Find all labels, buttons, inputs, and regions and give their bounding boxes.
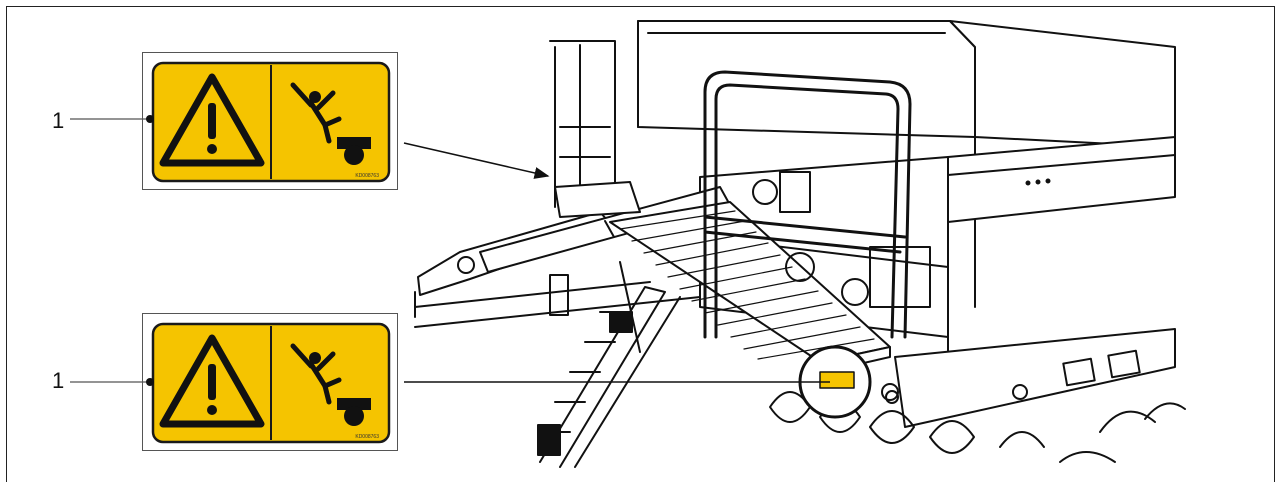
upper-warning-decal: KD008763 [142, 52, 398, 190]
lower-warning-decal: KD008763 [142, 313, 398, 451]
fall-hazard-icon [290, 82, 371, 165]
callout-number-lower: 1 [52, 368, 65, 393]
decal-graphic [151, 61, 391, 183]
ladder [549, 40, 641, 218]
decal-graphic [151, 322, 391, 444]
callout-number-upper: 1 [52, 108, 65, 133]
seed-drill-illustration [414, 20, 1186, 468]
warning-triangle-icon [159, 73, 265, 167]
hopper [637, 20, 1176, 368]
decal-code: KD008763 [355, 173, 379, 179]
access-steps [537, 286, 681, 468]
fall-hazard-icon [290, 343, 371, 426]
metering-units [752, 171, 931, 308]
handrail [703, 70, 912, 339]
decal-location-highlight [798, 345, 899, 419]
warning-triangle-icon [159, 334, 265, 428]
decal-code: KD008763 [355, 434, 379, 440]
